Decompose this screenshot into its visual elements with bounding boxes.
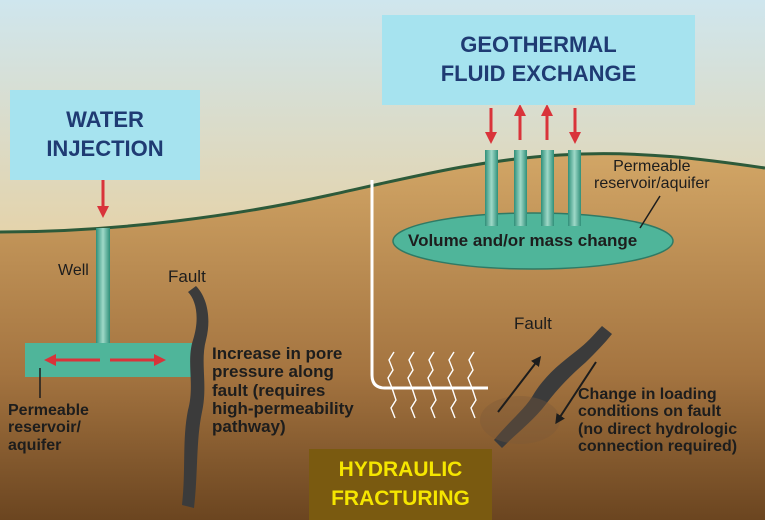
left-well-pipe: [96, 228, 110, 348]
right-permeable-line-2: reservoir/aquifer: [594, 175, 710, 193]
geo-pipe-1: [485, 150, 498, 226]
geo-pipe-2: [514, 150, 527, 226]
loading-line-1: Change in loading: [578, 386, 717, 403]
left-permeable-label: Permeable reservoir/ aquifer: [8, 402, 89, 454]
geothermal-line-2: FLUID EXCHANGE: [440, 61, 637, 86]
water-injection-box: WATER INJECTION: [10, 90, 200, 180]
pore-pressure-line-5: pathway): [212, 417, 286, 437]
water-injection-line-2: INJECTION: [46, 136, 164, 161]
right-fault-label: Fault: [514, 314, 552, 333]
ground-surface-line: [0, 152, 765, 234]
left-fault-label: Fault: [168, 267, 206, 286]
loading-line-4: connection required): [578, 437, 738, 455]
loading-line-2: conditions on fault: [578, 403, 722, 421]
left-permeable-line-1: Permeable: [8, 402, 89, 419]
right-permeable-line-1: Permeable: [613, 158, 691, 175]
frac-well: [370, 180, 488, 390]
pore-pressure-line-1: Increase in pore: [212, 344, 343, 363]
hydraulic-line-1: HYDRAULIC: [338, 458, 463, 482]
pore-pressure-label: Increase in pore pressure along fault (r…: [212, 344, 354, 437]
geo-pipe-3: [541, 150, 554, 226]
water-injection-line-1: WATER: [66, 107, 144, 133]
right-fault-arrow-down: [555, 361, 597, 425]
geothermal-reservoir: [392, 212, 674, 270]
loading-label: Change in loading conditions on fault (n…: [578, 386, 737, 455]
hydraulic-line-2: FRACTURING: [331, 486, 470, 510]
pore-pressure-line-3: fault (requires: [212, 380, 326, 400]
hydraulic-fracturing-box: HYDRAULIC FRACTURING: [309, 449, 492, 520]
pore-pressure-line-4: high-permeability: [212, 399, 354, 419]
geo-pipe-4: [568, 150, 581, 226]
loading-line-3: (no direct hydrologic: [578, 420, 738, 438]
geothermal-line-1: GEOTHERMAL: [460, 32, 617, 58]
right-permeable-leader: [639, 195, 661, 229]
geothermal-box: GEOTHERMAL FLUID EXCHANGE: [382, 15, 695, 105]
left-fault: [182, 286, 209, 508]
right-permeable-label: Permeable reservoir/aquifer: [594, 158, 710, 193]
left-permeable-line-3: aquifer: [8, 436, 62, 454]
well-label: Well: [58, 262, 89, 279]
right-fault-arrow-up: [497, 356, 542, 413]
right-fault: [494, 326, 612, 448]
volume-change-label: Volume and/or mass change: [408, 231, 638, 250]
frac-fractures: [387, 351, 477, 419]
left-permeable-line-2: reservoir/: [8, 419, 81, 437]
right-fault-shear-zone: [480, 396, 560, 444]
pore-pressure-line-2: pressure along: [212, 362, 334, 382]
